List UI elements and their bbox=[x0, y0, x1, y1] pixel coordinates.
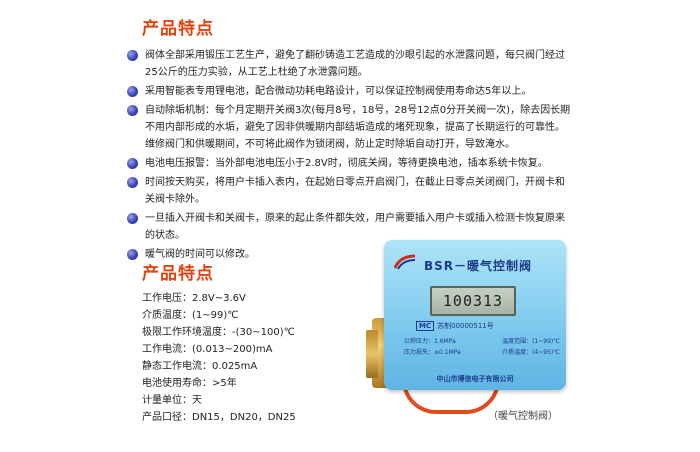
bullet-icon bbox=[127, 249, 138, 260]
spec-item: 电池使用寿命：>5年 bbox=[142, 378, 237, 389]
feature-text: 暖气阀的时间可以修改。 bbox=[145, 249, 255, 260]
pipe-nut bbox=[366, 330, 378, 378]
param-cell: 温度范围：(1~99)℃ bbox=[502, 338, 560, 345]
device-title: BSR－暖气控制阀 bbox=[424, 259, 533, 273]
manufacturer-label: 中山市博信电子有限公司 bbox=[436, 375, 514, 383]
list-item: 自动除垢机制：每个月定期开关阀3次(每月8号，18号，28号12点0分开关阀一次… bbox=[124, 102, 572, 153]
bullet-icon bbox=[127, 86, 138, 97]
spec-item: 工作电压：2.8V~3.6V bbox=[142, 293, 246, 304]
feature-list: 阀体全部采用锻压工艺生产，避免了翻砂铸造工艺造成的沙眼引起的水泄露问题，每只阀门… bbox=[124, 47, 572, 265]
feature-text: 阀体全部采用锻压工艺生产，避免了翻砂铸造工艺造成的沙眼引起的水泄露问题，每只阀门… bbox=[145, 50, 565, 78]
spec-item: 工作电流：(0.013~200)mA bbox=[142, 344, 273, 355]
list-item: 电池电压报警：当外部电池电压小于2.8V时，彻底关阀，等待更换电池，插本系统卡恢… bbox=[124, 155, 572, 172]
spec-list: 工作电压：2.8V~3.6V 介质温度：(1~99)℃ 极限工作环境温度：-(3… bbox=[142, 290, 296, 426]
mc-mark: MC bbox=[416, 321, 435, 331]
param-cell: 压力损失：≤0.1MPa bbox=[404, 349, 461, 356]
feature-text: 时间按天购买，将用户卡插入表内，在起始日零点开启阀门，在截止日零点关闭阀门，开阀… bbox=[145, 177, 565, 205]
feature-text: 电池电压报警：当外部电池电压小于2.8V时，彻底关阀，等待更换电池，插本系统卡恢… bbox=[145, 158, 548, 169]
bullet-icon bbox=[127, 158, 138, 169]
list-item: 暖气阀的时间可以修改。 bbox=[124, 246, 572, 263]
bullet-icon bbox=[127, 105, 138, 116]
param-row: 压力损失：≤0.1MPa 介质温度：(4~95)℃ bbox=[404, 347, 560, 358]
feature-text: 自动除垢机制：每个月定期开关阀3次(每月8号，18号，28号12点0分开关阀一次… bbox=[145, 105, 571, 150]
param-cell: 公称压力：1.6MPa bbox=[404, 338, 456, 345]
model-number: 苏制00000511号 bbox=[437, 322, 494, 330]
bullet-icon bbox=[127, 213, 138, 224]
list-item: 采用智能表专用锂电池，配合微动功耗电路设计，可以保证控制阀使用寿命达5年以上。 bbox=[124, 83, 572, 100]
section-title-features: 产品特点 bbox=[142, 19, 214, 39]
spec-item: 极限工作环境温度：-(30~100)℃ bbox=[142, 327, 295, 338]
feature-text: 采用智能表专用锂电池，配合微动功耗电路设计，可以保证控制阀使用寿命达5年以上。 bbox=[145, 86, 532, 97]
bullet-icon bbox=[127, 50, 138, 61]
lcd-display: 100313 bbox=[430, 286, 516, 316]
spec-item: 计量单位：天 bbox=[142, 395, 202, 406]
list-item: 阀体全部采用锻压工艺生产，避免了翻砂铸造工艺造成的沙眼引起的水泄露问题，每只阀门… bbox=[124, 47, 572, 81]
brand-logo-icon bbox=[394, 254, 416, 270]
param-table: 公称压力：1.6MPa 温度范围：(1~99)℃ 压力损失：≤0.1MPa 介质温度… bbox=[404, 336, 560, 358]
param-cell: 介质温度：(4~95)℃ bbox=[502, 349, 560, 356]
spec-item: 静态工作电流：0.025mA bbox=[142, 361, 258, 372]
list-item: 时间按天购买，将用户卡插入表内，在起始日零点开启阀门，在截止日零点关闭阀门，开阀… bbox=[124, 174, 572, 208]
spec-item: 产品口径：DN15，DN20，DN25 bbox=[142, 412, 296, 423]
list-item: 一旦插入开阀卡和关阀卡，原来的起止条件都失效，用户需要插入用户卡或插入检测卡恢复… bbox=[124, 210, 572, 244]
feature-text: 一旦插入开阀卡和关阀卡，原来的起止条件都失效，用户需要插入用户卡或插入检测卡恢复… bbox=[145, 213, 565, 241]
image-caption: （暖气控制阀） bbox=[488, 411, 558, 422]
section-title-specs: 产品特点 bbox=[142, 264, 214, 284]
param-row: 公称压力：1.6MPa 温度范围：(1~99)℃ bbox=[404, 336, 560, 347]
spec-item: 介质温度：(1~99)℃ bbox=[142, 310, 239, 321]
bullet-icon bbox=[127, 177, 138, 188]
